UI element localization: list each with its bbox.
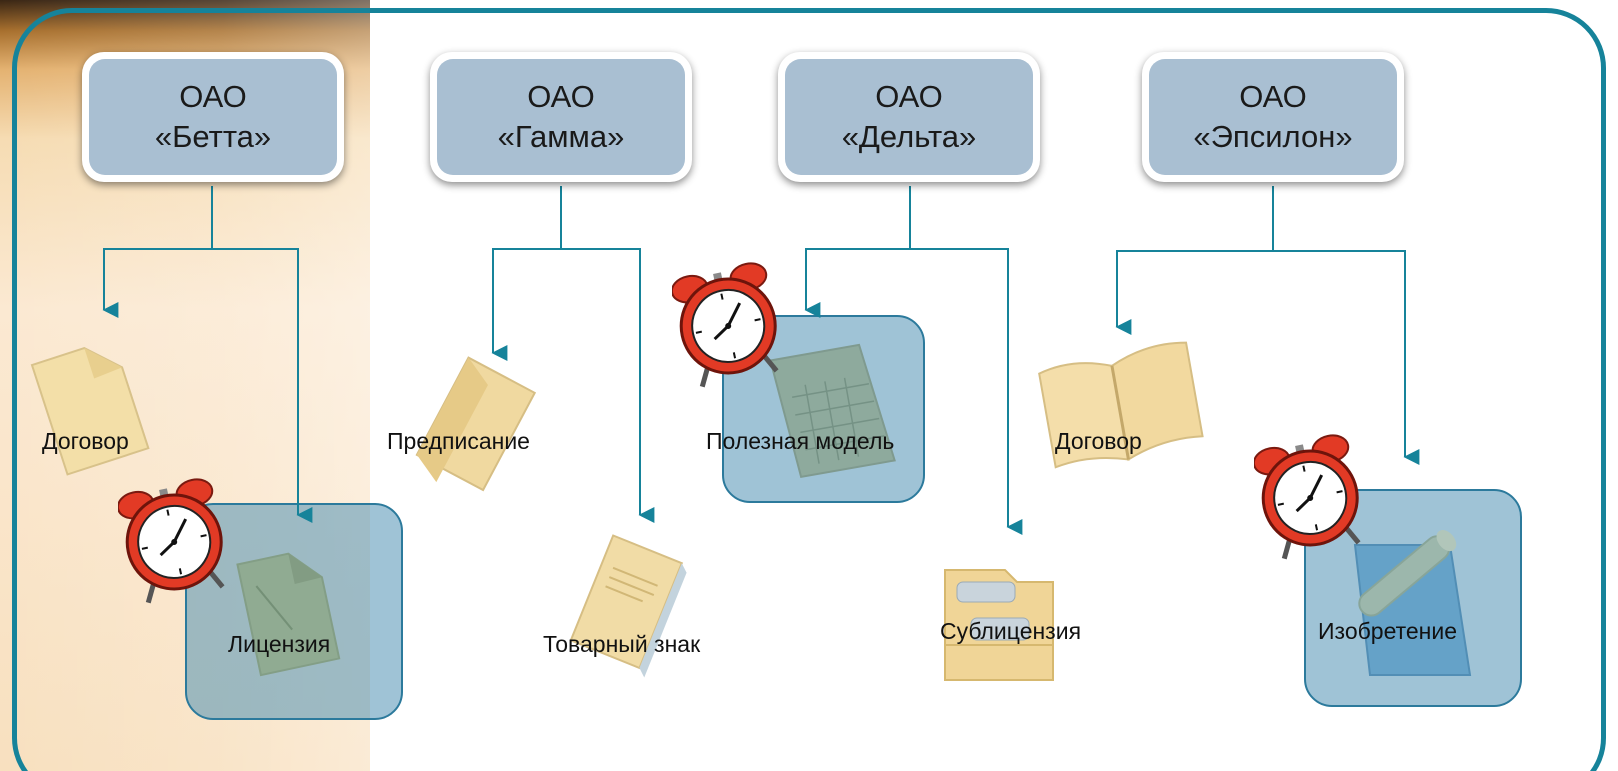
doc-label-delta-utility-model: Полезная модель xyxy=(706,428,895,454)
connector-epsilon-right xyxy=(1273,250,1420,465)
document-icon xyxy=(30,346,150,476)
doc-label-betta-contract: Договор xyxy=(42,428,129,454)
company-box-delta: ОАО «Дельта» xyxy=(778,52,1040,182)
connector-betta-left xyxy=(102,248,212,318)
company-betta-name: «Бетта» xyxy=(154,119,272,154)
company-box-epsilon: ОАО «Эпсилон» xyxy=(1142,52,1404,182)
company-delta-line1: ОАО xyxy=(875,79,943,114)
diagram-frame xyxy=(12,8,1606,771)
doc-label-epsilon-invention: Изобретение xyxy=(1318,618,1458,644)
doc-label-epsilon-contract: Договор xyxy=(1055,428,1142,454)
file-box-icon xyxy=(944,569,1054,681)
company-delta-name: «Дельта» xyxy=(841,119,977,154)
scroll-book-icon xyxy=(1353,530,1472,676)
alarm-clock-icon xyxy=(118,478,225,604)
company-box-gamma: ОАО «Гамма» xyxy=(430,52,692,182)
notebook-icon xyxy=(1038,341,1204,469)
company-betta-line1: ОАО xyxy=(179,79,247,114)
connector-epsilon-left xyxy=(1115,250,1273,335)
company-gamma-name: «Гамма» xyxy=(497,119,625,154)
company-gamma-line1: ОАО xyxy=(527,79,595,114)
company-epsilon-line1: ОАО xyxy=(1239,79,1307,114)
company-box-betta: ОАО «Бетта» xyxy=(82,52,344,182)
alarm-clock-icon xyxy=(1254,434,1361,560)
alarm-clock-icon xyxy=(672,262,779,388)
notebook-icon xyxy=(569,534,687,678)
connector-delta-left xyxy=(804,248,910,318)
doc-label-gamma-order: Предписание xyxy=(387,428,530,454)
connector-gamma-right xyxy=(561,248,655,523)
folder-icon xyxy=(415,356,537,492)
document-icon xyxy=(236,552,341,677)
doc-label-delta-sublicense: Сублицензия xyxy=(940,618,1082,644)
blueprint-icon xyxy=(769,343,896,479)
doc-label-gamma-trademark: Товарный знак xyxy=(543,631,701,657)
connector-gamma-left xyxy=(491,248,561,361)
connector-delta-right xyxy=(910,248,1023,535)
company-epsilon-name: «Эпсилон» xyxy=(1193,119,1353,154)
connector-betta-right xyxy=(212,248,313,523)
doc-label-betta-license: Лицензия xyxy=(228,631,331,657)
